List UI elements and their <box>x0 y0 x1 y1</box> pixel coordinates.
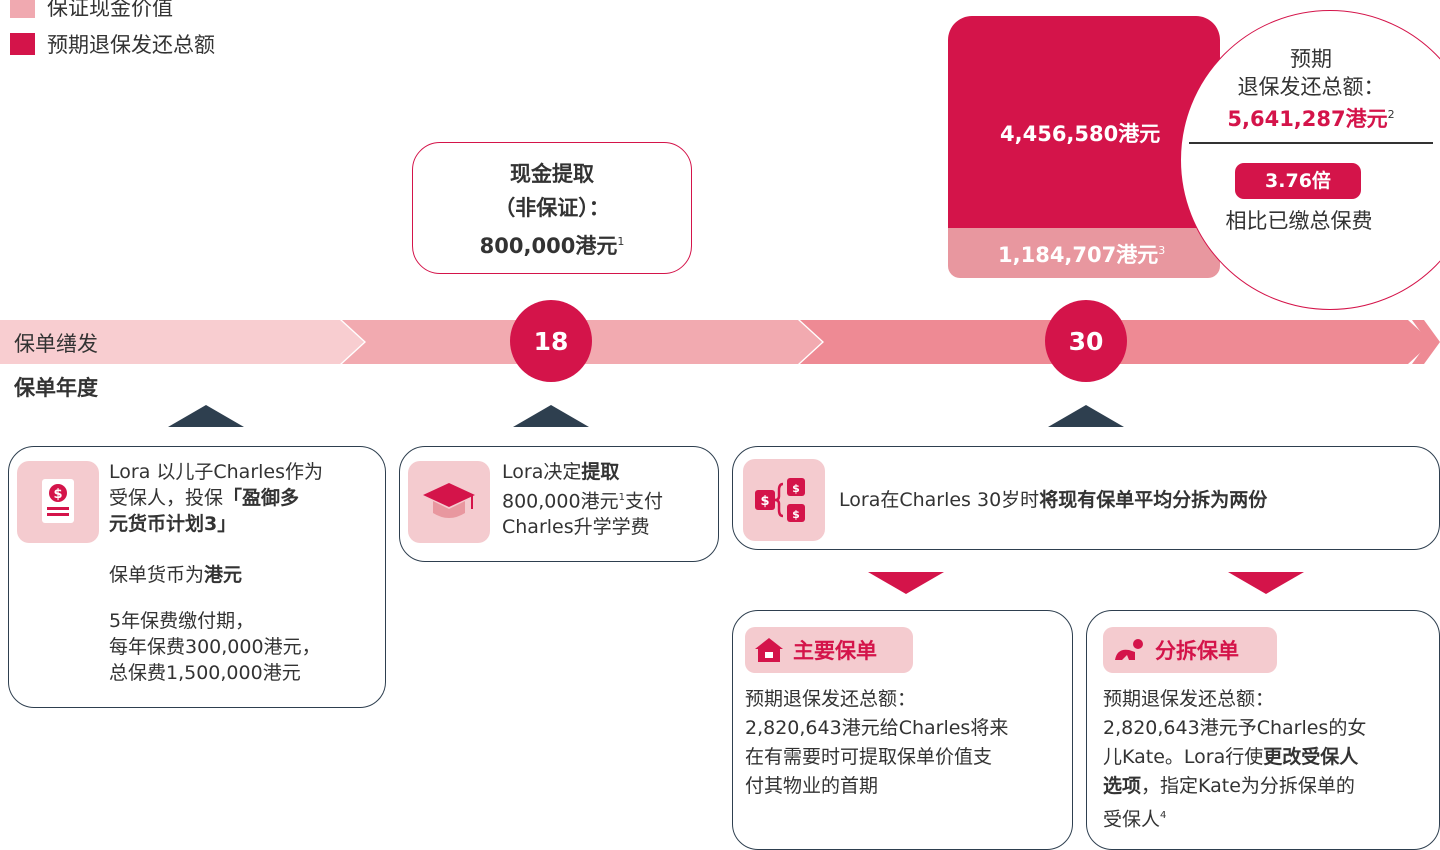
legend-item-guaranteed: 保证现金价值 <box>10 0 173 22</box>
card-policy-purchase: $ Lora 以儿子Charles作为 受保人，投保「盈御多 元货币计划3」 保… <box>8 446 386 708</box>
guaranteed-bar-label: 1,184,707港元3 <box>998 239 1165 269</box>
card-split-policy: $ $ $ Lora在Charles 30岁时将现有保单平均分拆为两份 <box>732 446 1440 550</box>
policy-year-timeline <box>0 320 1440 364</box>
card5-line5: 受保人 <box>1103 808 1161 831</box>
card2-line2-rest: 支付 <box>624 490 663 513</box>
card1-currency-value: 港元 <box>204 564 243 586</box>
card4-line1: 预期退保发还总额： <box>745 688 917 710</box>
svg-text:$: $ <box>792 482 800 495</box>
graduation-cap-icon <box>408 461 490 543</box>
year-marker-30: 30 <box>1045 300 1127 382</box>
card5-line3-text: 儿Kate。Lora行使 <box>1103 746 1264 768</box>
card-split-off-policy: 分拆保单 预期退保发还总额： 2,820,643港元予Charles的女 儿Ka… <box>1086 610 1440 850</box>
card5-line2: 2,820,643港元予Charles的女 <box>1103 717 1367 739</box>
card4-line3: 在有需要时可提取保单价值支 <box>745 746 993 768</box>
multiple-caption: 相比已缴总保费 <box>1225 209 1373 233</box>
divider <box>1189 142 1433 144</box>
timeline-axis-label: 保单年度 <box>14 376 98 400</box>
baby-icon <box>1103 638 1155 662</box>
card2-footnote: 1 <box>618 492 625 503</box>
bar-footnote: 3 <box>1158 244 1166 257</box>
legend-label: 预期退保发还总额 <box>47 33 215 57</box>
callout-amount: 800,000港元1 <box>413 225 691 263</box>
card2-line3: Charles升学学费 <box>502 516 650 539</box>
total-label-line2: 退保发还总额： <box>1237 75 1385 99</box>
svg-text:$: $ <box>760 494 769 509</box>
total-footnote: 2 <box>1387 108 1395 121</box>
guaranteed-bar-segment: 1,184,707港元3 <box>948 228 1220 278</box>
split-policy-tag: 分拆保单 <box>1103 627 1277 673</box>
pointer-up-triangle <box>168 405 244 427</box>
legend-swatch <box>10 0 35 18</box>
total-surrender-circle: 预期 退保发还总额： 5,641,287港元2 3.76倍 相比已缴总保费 <box>1180 10 1440 310</box>
card4-line4: 付其物业的首期 <box>745 775 879 797</box>
card2-line1-text: Lora决定 <box>502 461 582 483</box>
callout-subtitle: （非保证）： <box>494 196 610 220</box>
card5-line4-bold: 选项 <box>1103 775 1142 797</box>
document-icon: $ <box>17 461 99 543</box>
pointer-up-triangle <box>1048 405 1124 427</box>
pointer-down-triangle <box>1228 572 1304 594</box>
card5-line3-bold: 更改受保人 <box>1263 746 1359 768</box>
card5-line4-text: ，指定Kate为分拆保单的 <box>1141 775 1355 797</box>
main-policy-label: 主要保单 <box>793 639 877 663</box>
guaranteed-bar-value: 1,184,707港元 <box>998 243 1159 267</box>
pointer-down-triangle <box>868 572 944 594</box>
card4-line2: 2,820,643港元给Charles将来 <box>745 717 1009 739</box>
legend-item-surrender: 预期退保发还总额 <box>10 29 215 59</box>
card1-term-line3: 总保费1,500,000港元 <box>109 662 301 684</box>
card2-line1-bold: 提取 <box>581 461 620 483</box>
callout-amount-value: 800,000港元 <box>479 234 618 258</box>
legend-label: 保证现金价值 <box>47 0 173 20</box>
total-amount: 5,641,287港元2 <box>1181 101 1440 133</box>
card1-plan-name-part1: 「盈御多 <box>223 487 300 509</box>
callout-title: 现金提取 <box>510 162 594 186</box>
legend-swatch <box>10 33 35 55</box>
card1-currency-label: 保单货币为 <box>109 564 205 586</box>
card-withdrawal: Lora决定提取 800,000港元1支付 Charles升学学费 <box>399 446 719 562</box>
callout-footnote: 1 <box>617 235 625 248</box>
year-marker-18: 18 <box>510 300 592 382</box>
split-policy-label: 分拆保单 <box>1155 639 1239 663</box>
total-label-line1: 预期 <box>1290 47 1332 71</box>
card1-line2-text: 受保人，投保 <box>109 487 224 509</box>
card3-text-bold: 将现有保单平均分拆为两份 <box>1039 489 1268 511</box>
card5-line1: 预期退保发还总额： <box>1103 688 1275 710</box>
split-money-icon: $ $ $ <box>743 459 825 541</box>
card1-plan-name-part2: 元货币计划3」 <box>109 513 237 535</box>
card1-term-line1: 5年保费缴付期， <box>109 610 255 632</box>
main-policy-tag: 主要保单 <box>745 627 913 673</box>
svg-text:$: $ <box>53 487 62 502</box>
card3-text: Lora在Charles 30岁时 <box>839 489 1040 511</box>
card-main-policy: 主要保单 预期退保发还总额： 2,820,643港元给Charles将来 在有需… <box>732 610 1073 850</box>
multiple-badge: 3.76倍 <box>1235 163 1361 199</box>
card1-line1: Lora 以儿子Charles作为 <box>109 461 324 483</box>
house-icon <box>745 637 793 663</box>
surrender-bar-segment: 4,456,580港元 <box>948 16 1220 228</box>
card1-term-line2: 每年保费300,000港元， <box>109 636 321 658</box>
svg-text:$: $ <box>792 508 800 521</box>
total-amount-value: 5,641,287港元 <box>1227 107 1388 131</box>
card2-amount: 800,000港元 <box>502 490 619 513</box>
surrender-bar-value: 4,456,580港元 <box>1000 122 1161 146</box>
timeline-start-label: 保单缮发 <box>14 332 98 356</box>
card5-footnote: 4 <box>1160 810 1167 821</box>
pointer-up-triangle <box>513 405 589 427</box>
cash-withdrawal-callout: 现金提取 （非保证）： 800,000港元1 <box>412 142 692 274</box>
